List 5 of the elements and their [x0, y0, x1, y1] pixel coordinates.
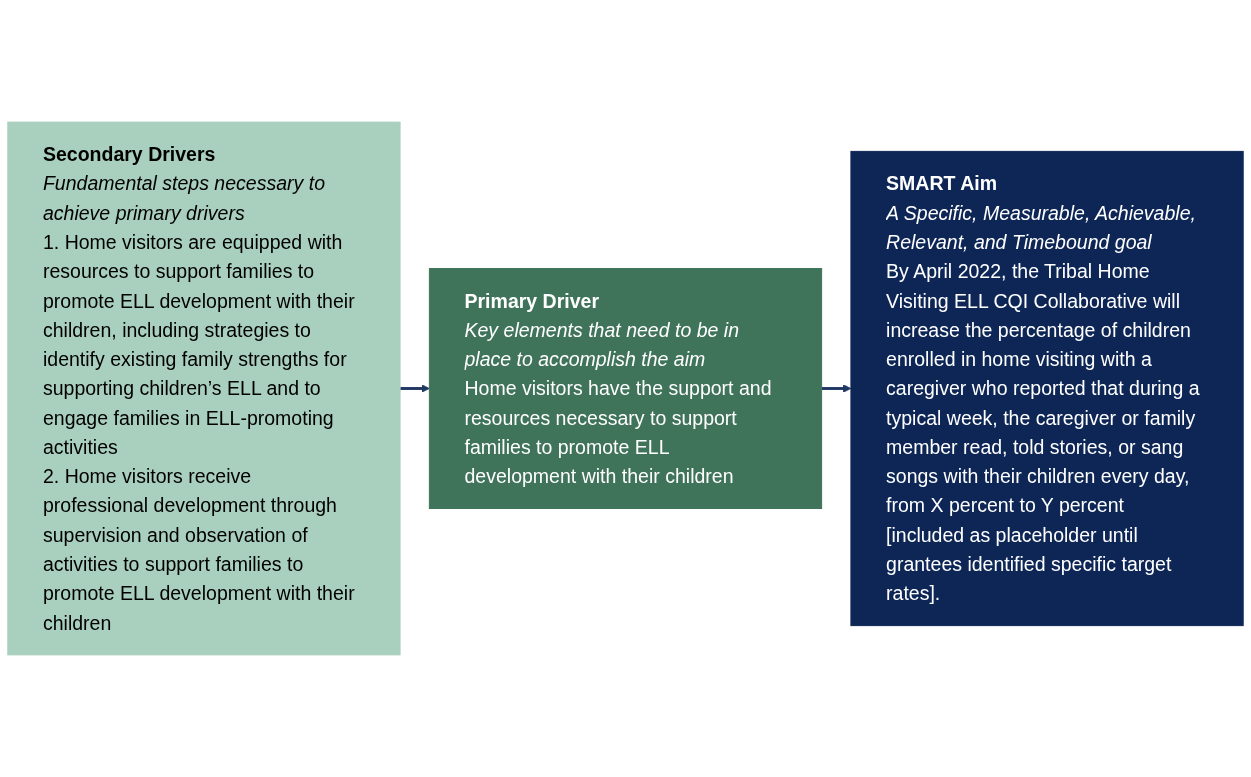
- arrow: [821, 384, 852, 393]
- arrow: [400, 384, 430, 393]
- node-box: SMART Aim A Specific, Measurable, Achievable, Relevant, and Timebound goal By April 2022, the Tribal Home Visiting ELL CQI Collaborative will increase the percentage of children enrolled in home visiting with a caregiver who reported that during a typical week, the caregiver or family member read, told stories, or sang songs with their children every day, from X percent to Y percent [included as placeholder until grantees identified specific target rates].: [850, 150, 1244, 627]
- node-box: Secondary Drivers Fundamental steps necessary to achieve primary drivers 1. Home visitors are equipped with resources to support families to promote ELL development with their children, including strategies to identify existing family strengths for supporting children’s ELL and to engage families in ELL-promoting activities 2. Home visitors receive professional development through supervision and observation of activities to support families to promote ELL development with their children: [7, 121, 401, 656]
- node-box: Primary Driver Key elements that need to be in place to accomplish the aim Home visitors have the support and resources necessary to support families to promote ELL development with their children: [428, 268, 823, 509]
